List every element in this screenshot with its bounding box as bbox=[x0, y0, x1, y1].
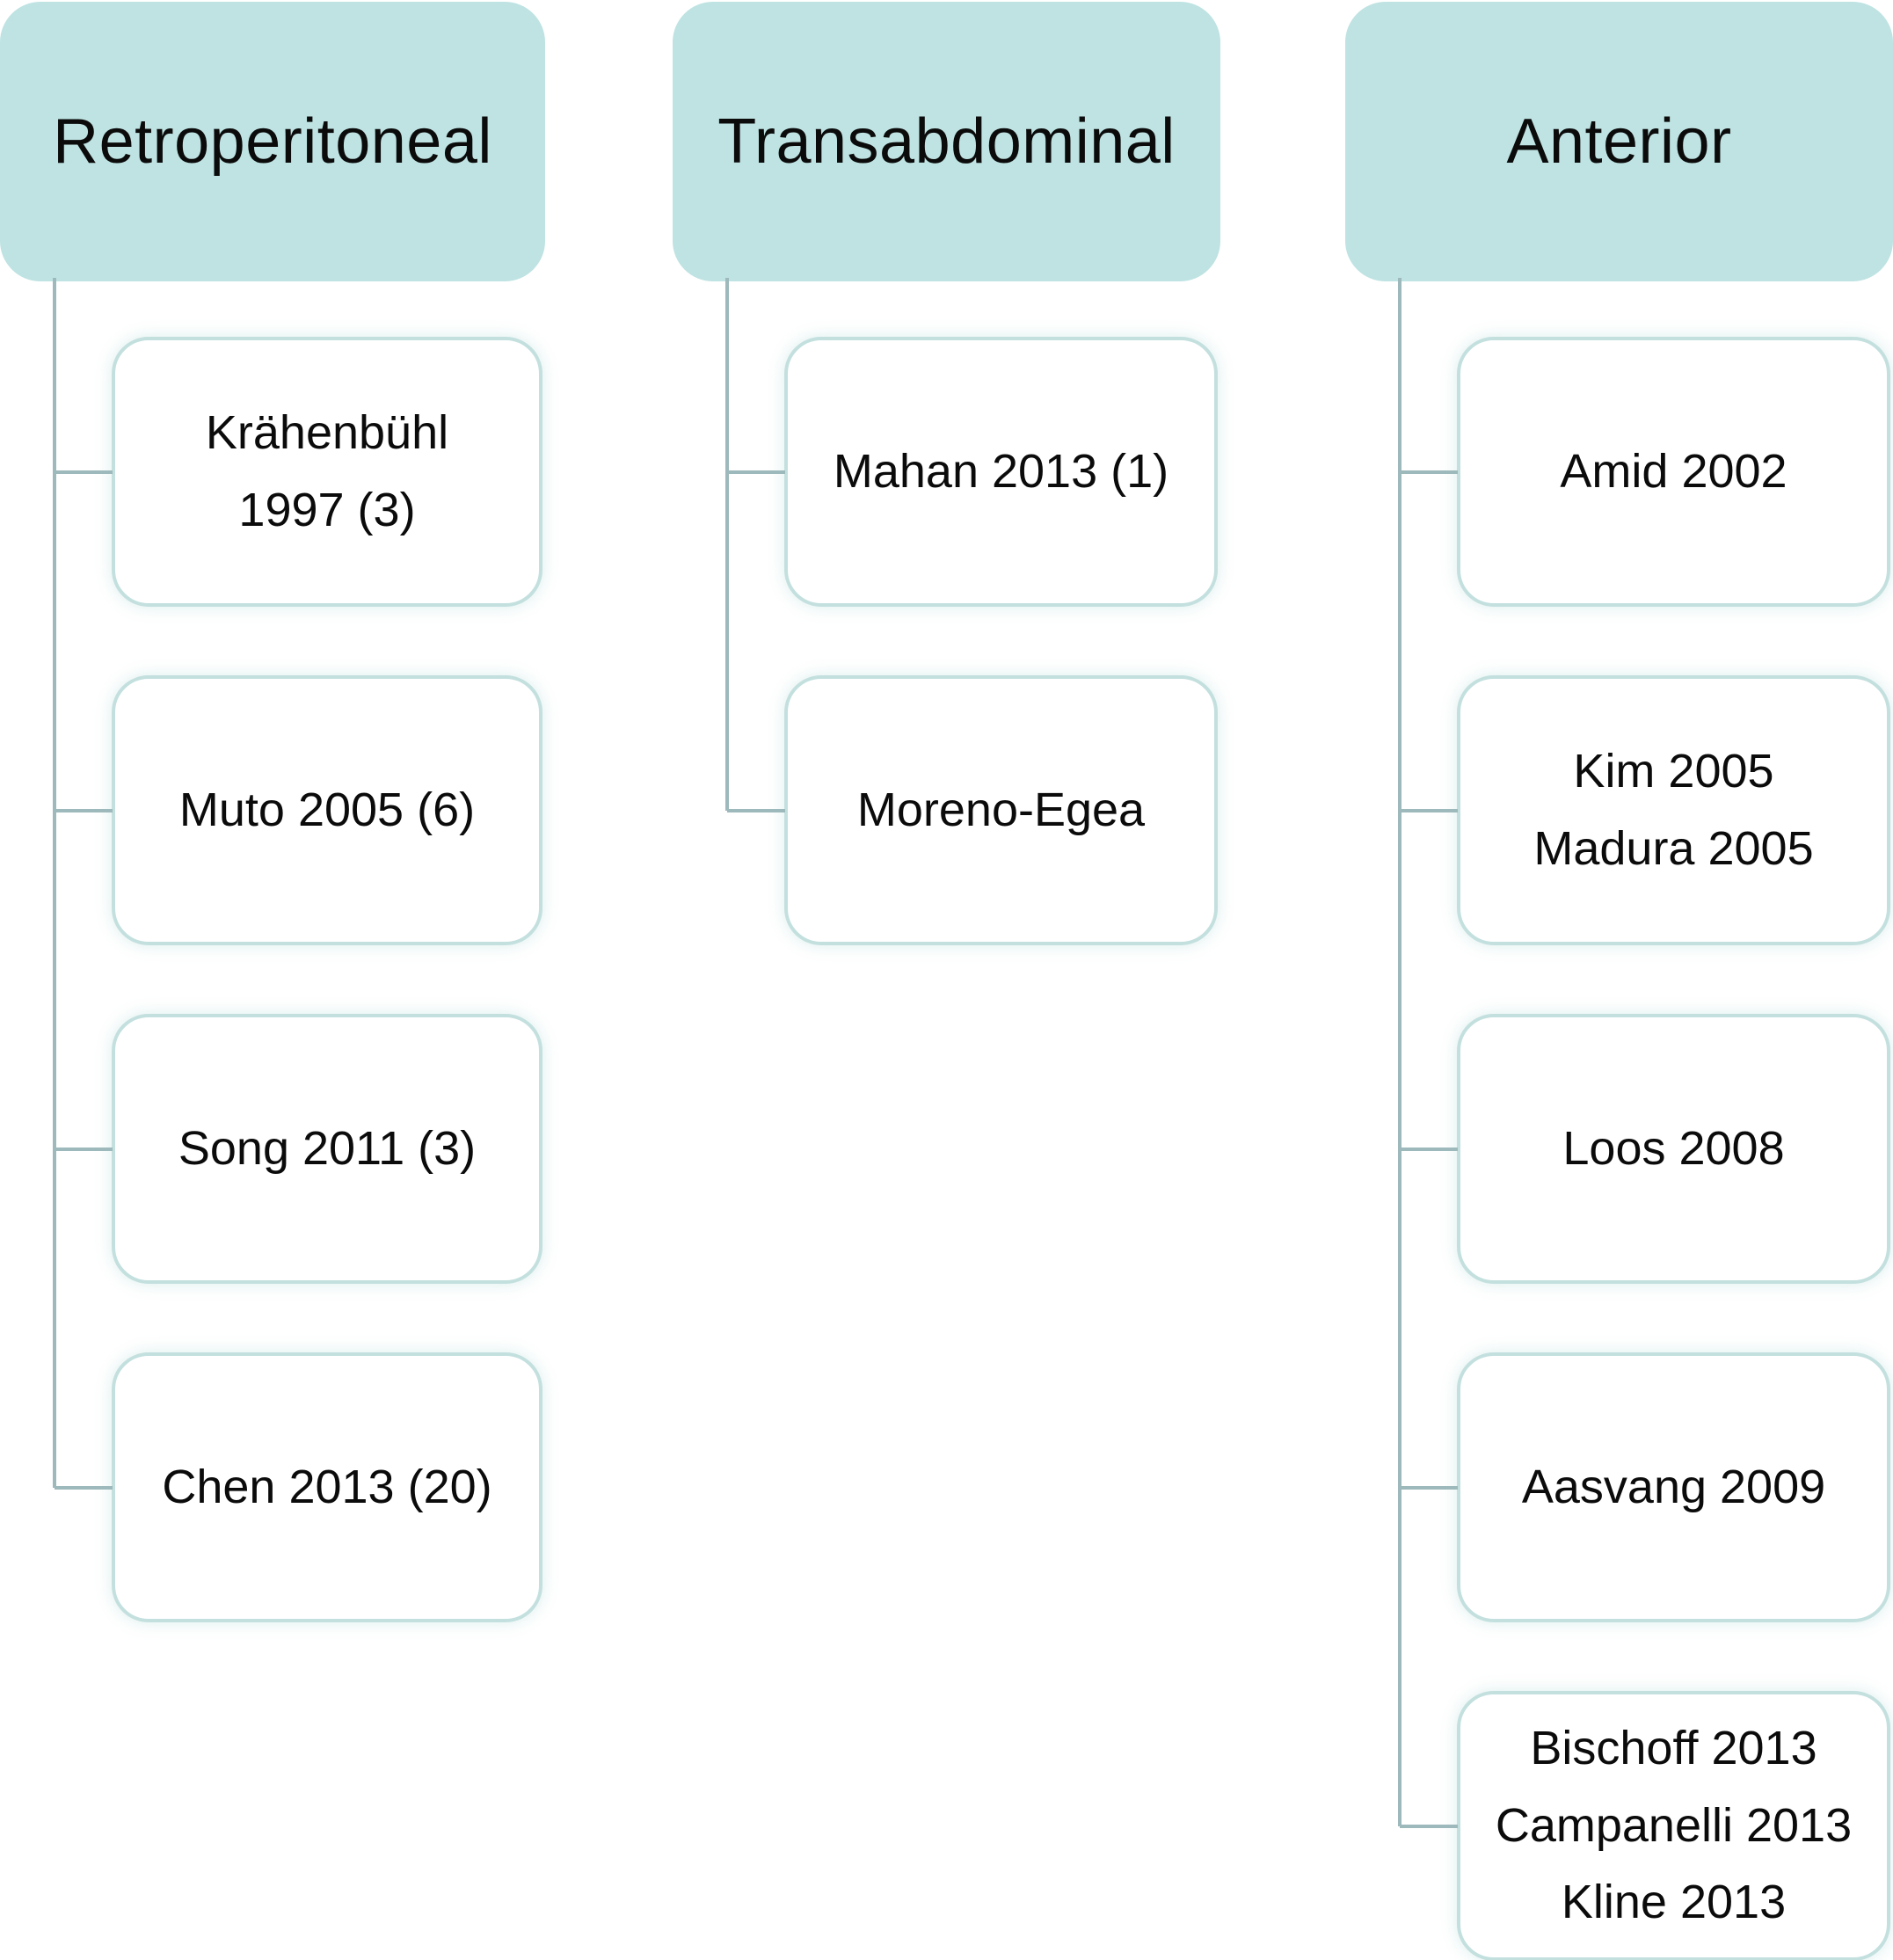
study-label-line: Song 2011 (3) bbox=[178, 1121, 477, 1175]
study-label-line: Amid 2002 bbox=[1560, 444, 1787, 498]
branch-connector-line bbox=[55, 1147, 113, 1151]
study-label-line: Kim 2005 bbox=[1573, 745, 1774, 798]
study-node-loos: Loos 2008 bbox=[1400, 1014, 1890, 1284]
study-label-line: Bischoff 2013 bbox=[1530, 1722, 1817, 1775]
branch-connector-line bbox=[727, 808, 785, 812]
header-anterior: Anterior bbox=[1345, 2, 1893, 281]
study-label-line: Mahan 2013 (1) bbox=[833, 444, 1169, 498]
header-retroperitoneal: Retroperitoneal bbox=[0, 2, 545, 281]
study-label-line: Muto 2005 (6) bbox=[178, 783, 476, 836]
column-transabdominal: Transabdominal Mahan 2013 (1) Moreno-Ege… bbox=[673, 0, 1220, 1960]
trunk-connector-line bbox=[725, 278, 729, 811]
study-node-amid: Amid 2002 bbox=[1400, 337, 1890, 607]
header-label: Transabdominal bbox=[717, 106, 1176, 177]
study-label-line: 1997 (3) bbox=[238, 483, 416, 536]
branch-connector-line bbox=[55, 1485, 113, 1490]
branch-connector-line bbox=[55, 470, 113, 474]
study-label-line: Madura 2005 bbox=[1533, 821, 1814, 875]
trunk-connector-line bbox=[1398, 278, 1402, 1826]
study-node-krahenbuhl: Krähenbühl 1997 (3) bbox=[55, 337, 542, 607]
trunk-connector-line bbox=[53, 278, 56, 1488]
branch-connector-line bbox=[1400, 470, 1458, 474]
study-label-line: Moreno-Egea bbox=[856, 783, 1146, 836]
study-label-line: Aasvang 2009 bbox=[1521, 1460, 1826, 1513]
branch-connector-line bbox=[727, 470, 785, 474]
study-label-line: Kline 2013 bbox=[1561, 1876, 1787, 1929]
study-node-moreno-egea: Moreno-Egea bbox=[727, 675, 1218, 945]
column-retroperitoneal: Retroperitoneal Krähenbühl 1997 (3) Muto… bbox=[0, 0, 545, 1960]
branch-connector-line bbox=[1400, 1485, 1458, 1490]
study-node-muto: Muto 2005 (6) bbox=[55, 675, 542, 945]
column-anterior: Anterior Amid 2002 Kim 2005 Madura 2005 … bbox=[1345, 0, 1893, 1960]
study-label-line: Loos 2008 bbox=[1562, 1121, 1785, 1175]
branch-connector-line bbox=[1400, 1147, 1458, 1151]
study-label-line: Chen 2013 (20) bbox=[162, 1460, 492, 1513]
study-node-song: Song 2011 (3) bbox=[55, 1014, 542, 1284]
branch-connector-line bbox=[1400, 808, 1458, 812]
study-node-aasvang: Aasvang 2009 bbox=[1400, 1352, 1890, 1622]
study-node-kim-madura: Kim 2005 Madura 2005 bbox=[1400, 675, 1890, 945]
study-node-bischoff-campanelli-kline: Bischoff 2013 Campanelli 2013 Kline 2013 bbox=[1400, 1691, 1890, 1960]
study-node-chen: Chen 2013 (20) bbox=[55, 1352, 542, 1622]
header-label: Anterior bbox=[1506, 106, 1732, 177]
header-transabdominal: Transabdominal bbox=[673, 2, 1220, 281]
branch-connector-line bbox=[55, 808, 113, 812]
branch-connector-line bbox=[1400, 1824, 1458, 1828]
study-label-line: Krähenbühl bbox=[205, 406, 449, 460]
study-label-line: Campanelli 2013 bbox=[1495, 1798, 1853, 1852]
study-node-mahan: Mahan 2013 (1) bbox=[727, 337, 1218, 607]
header-label: Retroperitoneal bbox=[53, 106, 492, 177]
